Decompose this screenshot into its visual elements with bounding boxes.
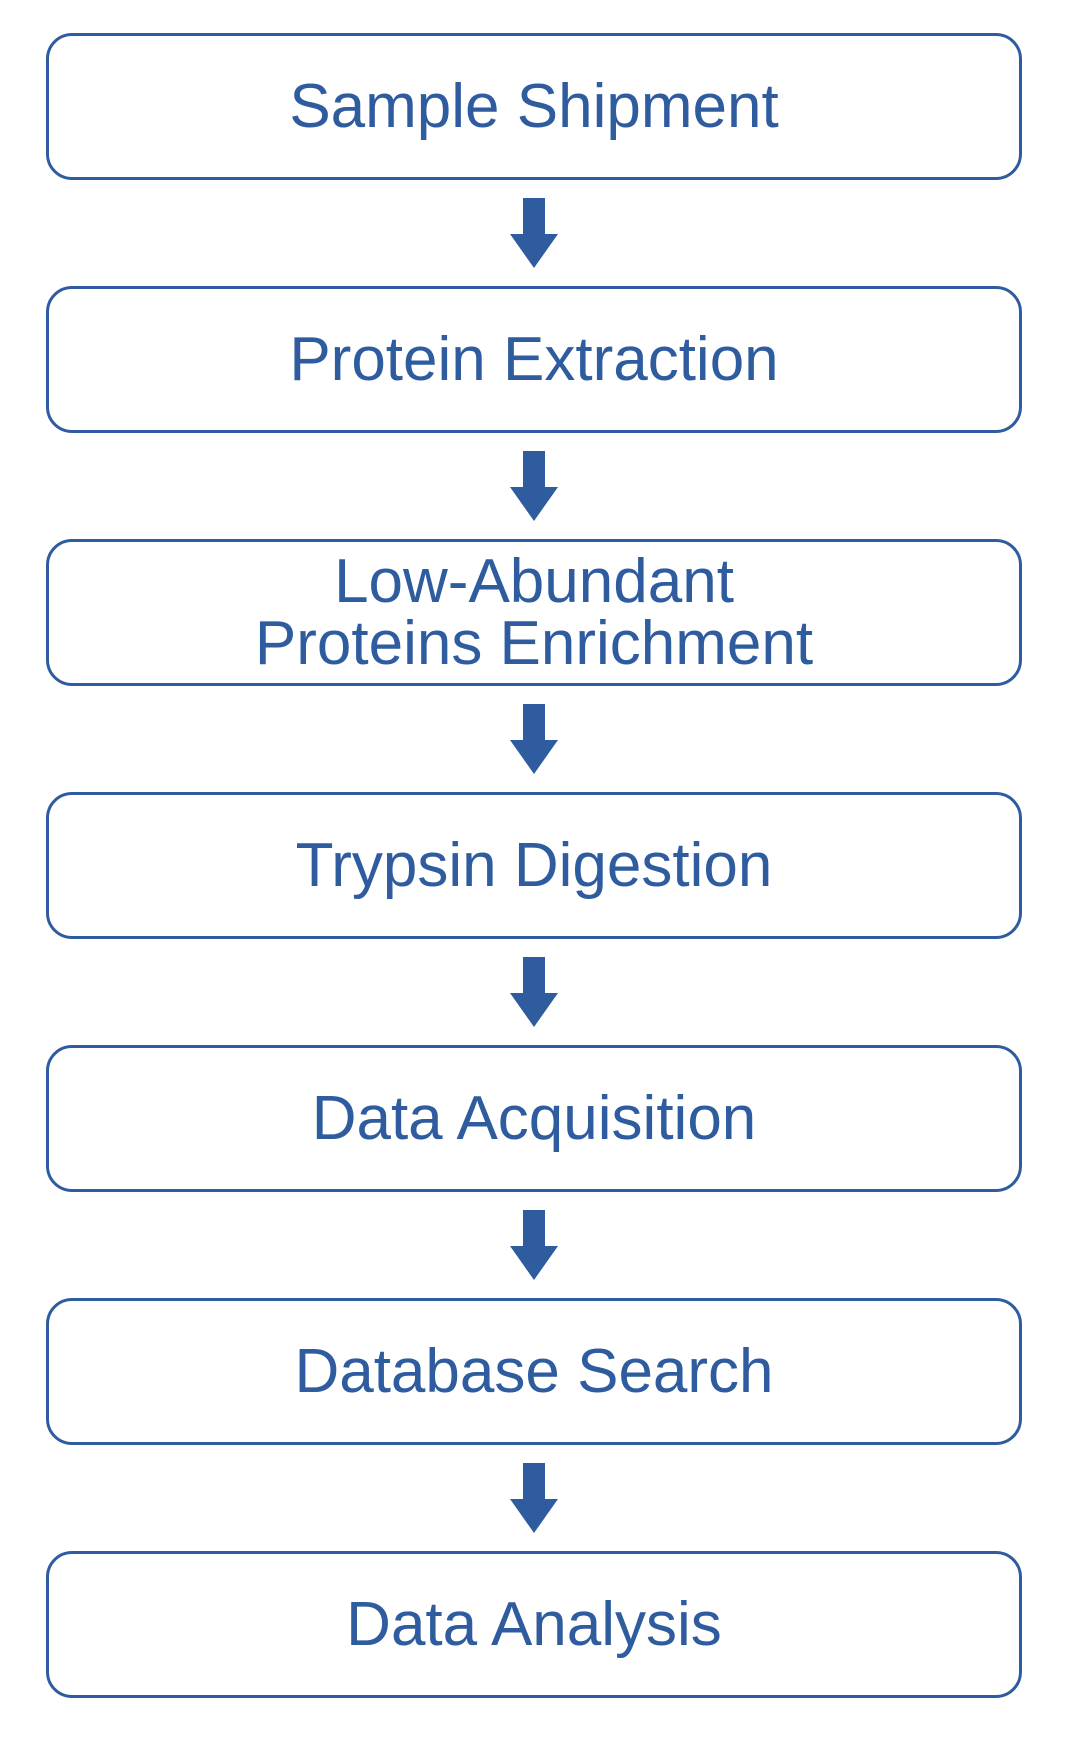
flow-connector xyxy=(46,1192,1022,1298)
flow-step-data-acquisition: Data Acquisition xyxy=(46,1045,1022,1192)
flow-step-data-analysis: Data Analysis xyxy=(46,1551,1022,1698)
down-arrow-icon xyxy=(510,1210,558,1280)
flow-step-trypsin-digestion: Trypsin Digestion xyxy=(46,792,1022,939)
process-flowchart: Sample Shipment Protein Extraction Low-A… xyxy=(46,0,1022,1698)
flow-step-label: Low-Abundant Proteins Enrichment xyxy=(254,546,814,678)
flow-step-sample-shipment: Sample Shipment xyxy=(46,33,1022,180)
flow-step-label: Trypsin Digestion xyxy=(295,830,773,900)
flow-connector xyxy=(46,433,1022,539)
flow-step-label: Database Search xyxy=(294,1336,774,1406)
down-arrow-icon xyxy=(510,957,558,1027)
flow-connector xyxy=(46,939,1022,1045)
flow-step-label: Protein Extraction xyxy=(289,324,779,394)
down-arrow-icon xyxy=(510,704,558,774)
down-arrow-icon xyxy=(510,198,558,268)
flow-step-label: Data Analysis xyxy=(346,1589,722,1659)
flow-step-label: Data Acquisition xyxy=(311,1083,757,1153)
down-arrow-icon xyxy=(510,1463,558,1533)
flow-step-low-abundant-proteins-enrichment: Low-Abundant Proteins Enrichment xyxy=(46,539,1022,686)
flow-step-database-search: Database Search xyxy=(46,1298,1022,1445)
flow-step-protein-extraction: Protein Extraction xyxy=(46,286,1022,433)
down-arrow-icon xyxy=(510,451,558,521)
flow-connector xyxy=(46,180,1022,286)
flow-step-label: Sample Shipment xyxy=(289,71,779,141)
flow-connector xyxy=(46,686,1022,792)
flow-connector xyxy=(46,1445,1022,1551)
